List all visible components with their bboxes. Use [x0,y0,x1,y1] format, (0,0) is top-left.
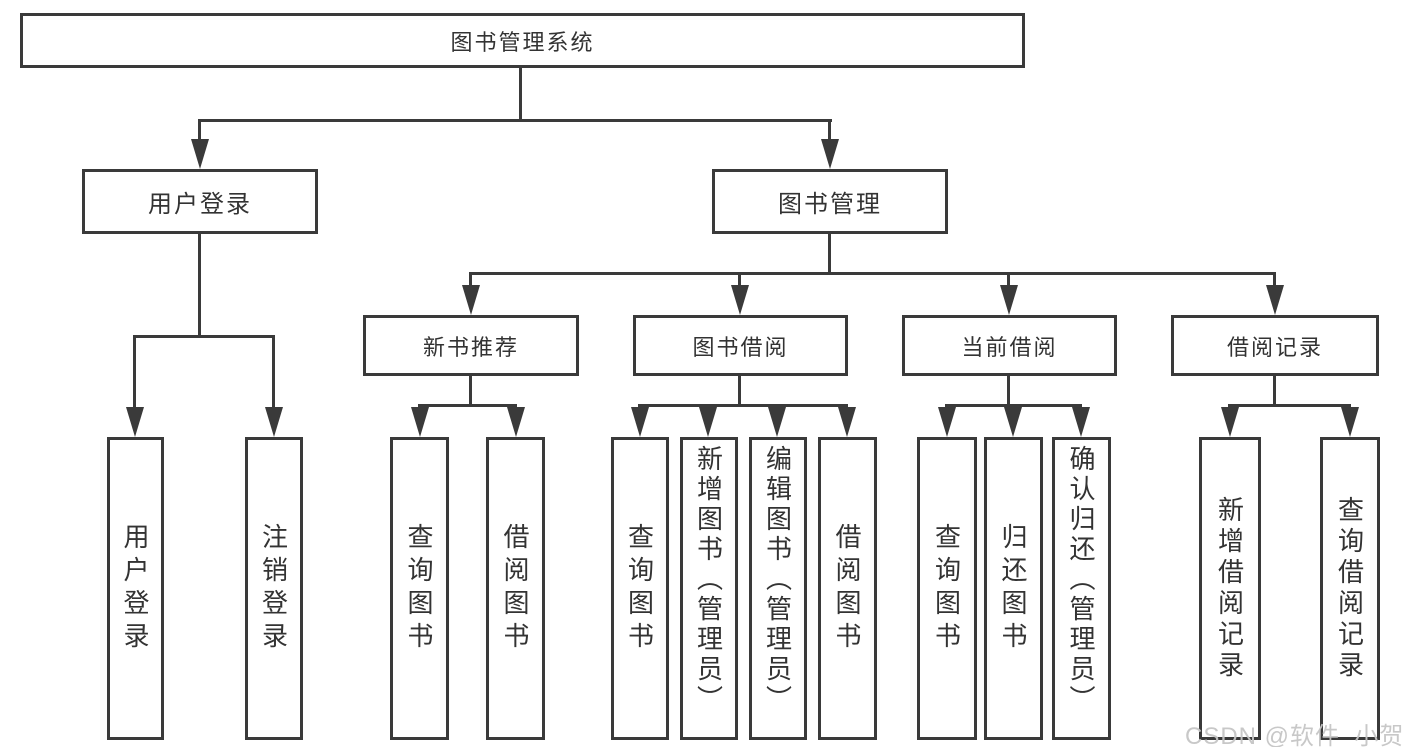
node-current-borrowing: 当前借阅 [902,315,1117,376]
connector-user-drop [198,234,201,337]
leaf-user-login: 用户登录 [107,437,164,740]
arrowhead-newbook-query [411,407,429,437]
connector-borrow-hline [638,404,848,407]
connector-stub-login [133,335,136,409]
arrowhead-newbook-borrow [507,407,525,437]
arrowhead-borrow-query [631,407,649,437]
leaf-records-query-record: 查询借阅记录 [1320,437,1380,740]
node-new-book-recommend: 新书推荐 [363,315,579,376]
leaf-records-add-record: 新增借阅记录 [1199,437,1261,740]
connector-root-drop [519,68,522,121]
arrowhead-records-query [1341,407,1359,437]
arrowhead-current [1000,285,1018,315]
arrowhead-records [1266,285,1284,315]
node-book-borrowing: 图书借阅 [633,315,848,376]
connector-records-hline [1228,404,1351,407]
node-current-borrowing-label: 当前借阅 [961,334,1058,360]
connector-newbook-hline [418,404,517,407]
node-new-book-recommend-label: 新书推荐 [422,334,519,360]
arrowhead-current-return [1004,407,1022,437]
connector-records-drop [1273,376,1276,407]
node-user-login-label: 用户登录 [148,191,252,218]
arrowhead-records-add [1221,407,1239,437]
node-book-borrowing-label: 图书借阅 [692,334,789,360]
arrowhead-logout [265,407,283,437]
connector-newbook-drop [469,376,472,407]
leaf-current-return-books: 归还图书 [984,437,1043,740]
arrowhead-borrow-borrow [838,407,856,437]
node-root-label: 图书管理系统 [450,29,595,55]
arrowhead-borrow-edit [768,407,786,437]
arrowhead-borrow-add [699,407,717,437]
csdn-watermark: CSDN @软件_小贺同学 [1185,723,1405,747]
leaf-current-query-books: 查询图书 [917,437,977,740]
leaf-borrow-add-books-admin: 新增图书（管理员） [680,437,738,740]
connector-user-hline [133,335,275,338]
connector-book-hline [469,272,1276,275]
leaf-borrow-borrow-books: 借阅图书 [818,437,877,740]
arrowhead-borrow [731,285,749,315]
leaf-newbook-borrow-books: 借阅图书 [486,437,545,740]
connector-current-drop [1007,376,1010,407]
connector-current-hline [945,404,1082,407]
node-book-management: 图书管理 [712,169,948,234]
node-borrowing-records: 借阅记录 [1171,315,1379,376]
node-root: 图书管理系统 [20,13,1025,68]
arrowhead-book [821,139,839,169]
node-book-management-label: 图书管理 [778,191,882,218]
connector-stub-newbook [469,272,472,287]
connector-root-hline [198,119,832,122]
leaf-borrow-edit-books-admin: 编辑图书（管理员） [749,437,807,740]
arrowhead-current-confirm [1072,407,1090,437]
connector-stub-borrow [738,272,741,287]
arrowhead-user [191,139,209,169]
connector-stub-book [828,119,831,141]
connector-stub-logout [272,335,275,409]
arrowhead-current-query [938,407,956,437]
connector-borrow-drop [738,376,741,407]
arrowhead-newbook [462,285,480,315]
arrowhead-login [126,407,144,437]
connector-stub-user [198,119,201,141]
connector-stub-current [1007,272,1010,287]
leaf-logout: 注销登录 [245,437,303,740]
leaf-newbook-query-books: 查询图书 [390,437,449,740]
node-user-login: 用户登录 [82,169,318,234]
connector-stub-records [1273,272,1276,287]
leaf-borrow-query-books: 查询图书 [611,437,669,740]
node-borrowing-records-label: 借阅记录 [1226,334,1323,360]
connector-book-drop [828,234,831,275]
leaf-current-confirm-return-admin: 确认归还（管理员） [1052,437,1111,740]
